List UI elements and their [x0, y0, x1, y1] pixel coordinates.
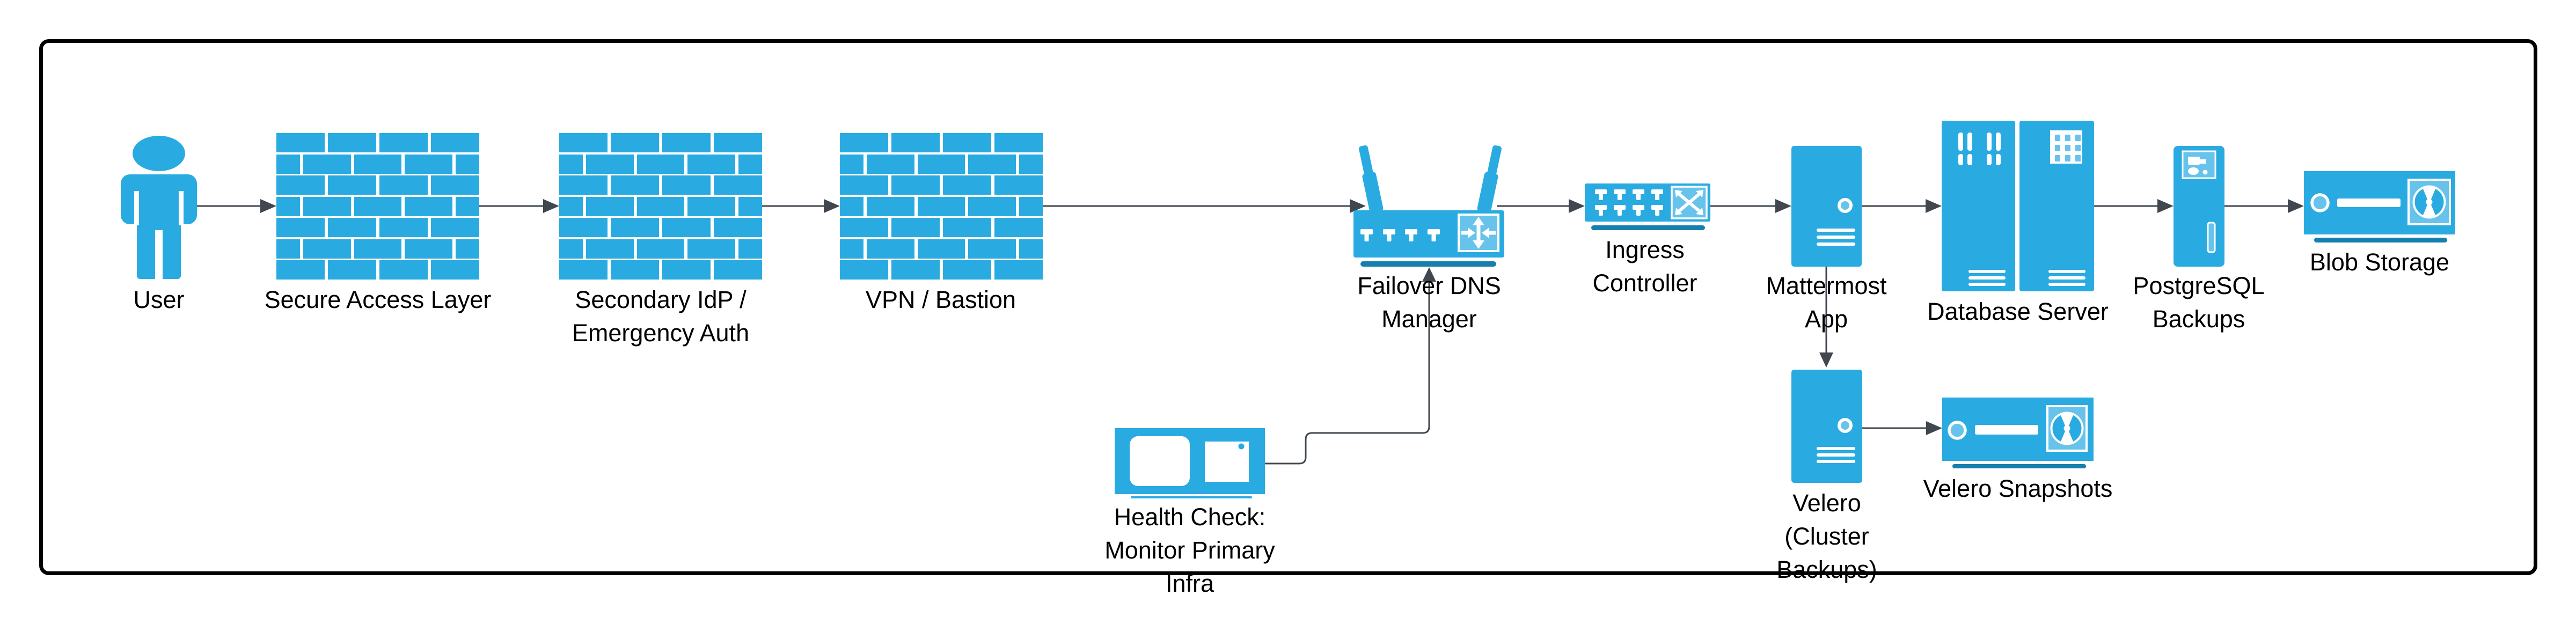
node-label-mattermost-app: Mattermost App: [1766, 272, 1887, 333]
user-icon: [121, 136, 197, 279]
node-label-velero: Velero (Cluster Backups): [1776, 489, 1877, 583]
firewall-icon-secure-access: [276, 133, 479, 280]
server-tower-icon-postgresql: [2174, 146, 2224, 267]
edge-mattermost-to-velero: [1819, 267, 1833, 368]
edge-secure-access-to-secondary-idp: [479, 199, 559, 213]
node-label-ingress-controller: Ingress Controller: [1592, 236, 1697, 297]
edge-postgresql-to-blob-storage: [2224, 199, 2304, 213]
edge-failover-dns-to-ingress: [1497, 199, 1585, 213]
node-label-health-check: Health Check: Monitor Primary Infra: [1104, 503, 1275, 597]
health-check-monitor-icon: [1115, 428, 1265, 494]
switch-underline: [1591, 225, 1705, 230]
blob-storage-icon: [2304, 171, 2455, 234]
edge-secondary-idp-to-vpn-bastion: [762, 199, 840, 213]
node-label-database-server: Database Server: [1927, 298, 2109, 325]
edge-ingress-to-mattermost: [1710, 199, 1791, 213]
velero-snapshots-icon: [1942, 398, 2094, 461]
node-label-vpn-bastion: VPN / Bastion: [865, 286, 1016, 313]
node-label-user: User: [133, 286, 185, 313]
velero-snapshots-underline: [1952, 464, 2086, 468]
edge-database-to-postgresql: [2093, 199, 2174, 213]
database-server-icon: [1942, 121, 2094, 291]
node-label-blob-storage: Blob Storage: [2309, 248, 2450, 276]
router-underline: [1360, 261, 1496, 267]
health-check-underline: [1131, 496, 1252, 498]
blob-storage-underline: [2314, 238, 2447, 242]
server-tower-icon-velero: [1791, 370, 1862, 483]
node-label-secondary-idp: Secondary IdP / Emergency Auth: [572, 286, 750, 347]
server-tower-icon-mattermost: [1791, 146, 1862, 267]
switch-icon: [1585, 183, 1710, 222]
edge-vpn-bastion-to-failover-dns: [1042, 199, 1366, 213]
wireless-router-icon: [1353, 145, 1504, 258]
firewall-icon-vpn-bastion: [840, 133, 1043, 280]
firewall-icon-secondary-idp: [559, 133, 762, 280]
node-label-postgresql-backups: PostgreSQL Backups: [2133, 272, 2265, 333]
edge-mattermost-to-database: [1861, 199, 1942, 213]
edge-health-check-to-failover-dns: [1265, 267, 1436, 465]
node-label-failover-dns: Failover DNS Manager: [1357, 272, 1501, 333]
edge-user-to-secure-access: [197, 199, 276, 213]
node-label-secure-access-layer: Secure Access Layer: [264, 286, 492, 313]
node-label-velero-snapshots: Velero Snapshots: [1923, 475, 2113, 502]
edge-velero-to-snapshots: [1862, 421, 1942, 435]
